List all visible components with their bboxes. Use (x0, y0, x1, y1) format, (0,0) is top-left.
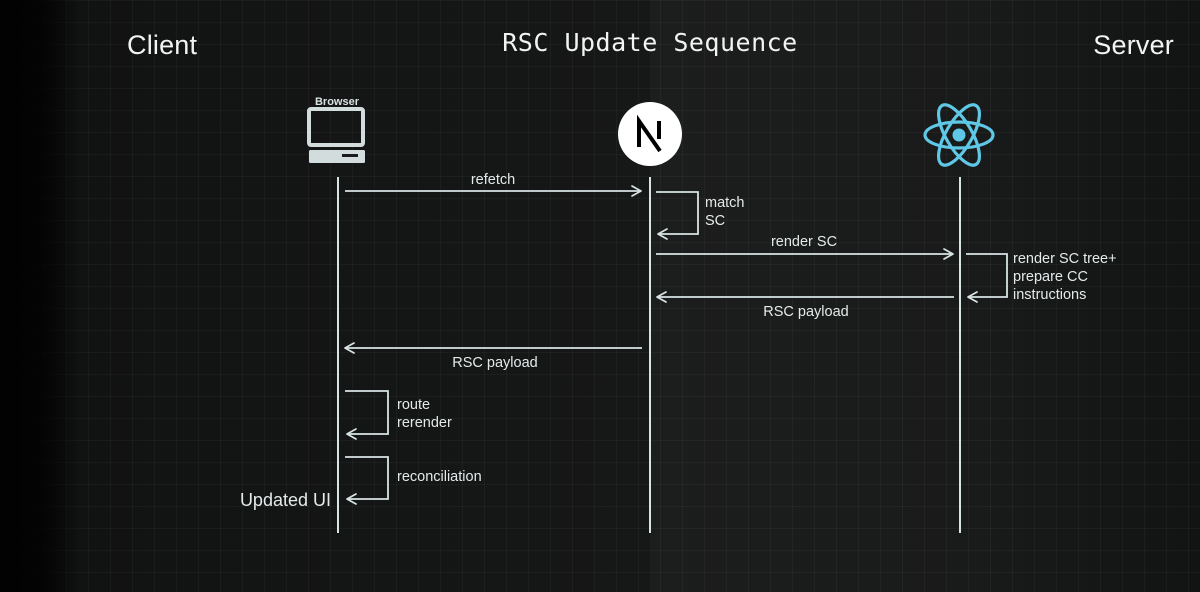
client-heading: Client (127, 30, 198, 60)
render-tree-label-line1: render SC tree+ (1013, 251, 1117, 267)
nextjs-logo-icon (618, 102, 682, 166)
background-right-panel (650, 0, 1200, 592)
updated-ui-label: Updated UI (240, 490, 331, 510)
render-sc-label: render SC (771, 234, 837, 250)
rsc-payload-client-label: RSC payload (452, 355, 537, 371)
browser-label: Browser (314, 96, 360, 108)
route-rerender-loop-arrow (345, 390, 389, 440)
rsc-payload-server-label: RSC payload (763, 304, 848, 320)
route-rerender-label-line2: rerender (397, 415, 452, 431)
route-rerender-label-line1: route (397, 397, 430, 413)
background-left-fade (0, 0, 80, 592)
match-sc-loop-arrow (656, 191, 699, 240)
match-sc-label-line2: SC (705, 213, 725, 229)
diagram-title: RSC Update Sequence (502, 28, 798, 57)
refetch-label: refetch (471, 172, 515, 188)
reconciliation-label: reconciliation (397, 469, 482, 485)
render-tree-label-line3: instructions (1013, 287, 1086, 303)
match-sc-label-line1: match (705, 195, 745, 211)
server-heading: Server (1093, 30, 1174, 60)
reconciliation-loop-arrow (345, 456, 389, 505)
browser-icon (307, 107, 365, 163)
react-logo-icon (923, 103, 995, 167)
background-left-panel (0, 0, 650, 592)
render-tree-label-line2: prepare CC (1013, 269, 1088, 285)
render-tree-loop-arrow (966, 253, 1008, 303)
